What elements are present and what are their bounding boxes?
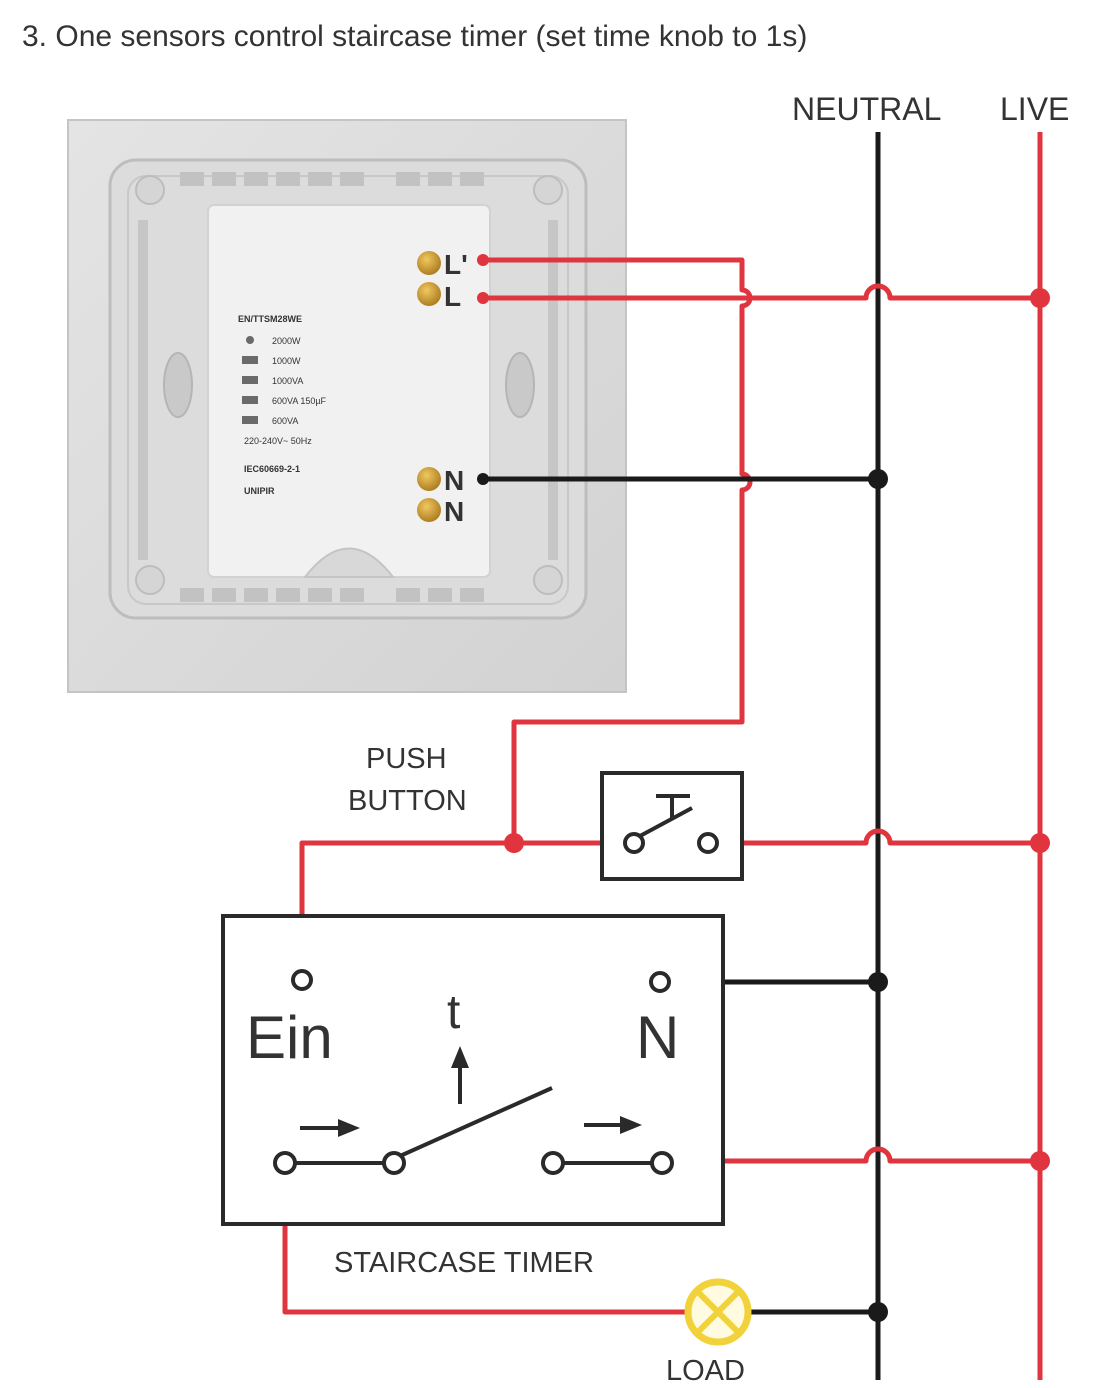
timer-up-arrow-head <box>451 1046 469 1068</box>
spec-line: 2000W <box>272 336 301 346</box>
spec-line: UNIPIR <box>244 486 275 496</box>
timer-n-label: N <box>636 1004 679 1071</box>
timer-right-arrow-left-head <box>338 1119 360 1137</box>
timer-output-terminal <box>650 1151 674 1175</box>
sensor-device: EN/TTSM28WE 2000W 1000W 1000VA 600VA 150… <box>67 119 627 693</box>
push-button-contact-right <box>697 832 719 854</box>
push-button-contact-left <box>623 832 645 854</box>
wire-button-to-live <box>716 828 1040 846</box>
junction-dot <box>477 292 489 304</box>
diagram-title: 3. One sensors control staircase timer (… <box>22 20 807 53</box>
timer-n-terminal <box>649 971 671 993</box>
junction-dot <box>868 1302 888 1322</box>
sensor-spec-text: EN/TTSM28WE 2000W 1000W 1000VA 600VA 150… <box>238 314 327 496</box>
staircase-timer: Ein N t STAIRCASE TIMER <box>221 914 725 1279</box>
lamp-cross-b <box>694 1288 742 1336</box>
push-button-label-line2: BUTTON <box>348 785 467 817</box>
wire-timer-to-live <box>672 1146 1040 1164</box>
sensor-terminals: L' L N N <box>417 249 468 527</box>
neutral-rail-label: NEUTRAL <box>792 91 941 127</box>
timer-ein-label: Ein <box>246 1004 333 1071</box>
terminal-n1-screw <box>417 467 441 491</box>
junction-dot <box>868 469 888 489</box>
terminal-l-label: L <box>444 281 461 312</box>
timer-switch-blade <box>399 1086 553 1158</box>
push-button-blade <box>639 806 693 838</box>
wire-l-to-live <box>483 283 1040 301</box>
terminal-l-screw <box>417 282 441 306</box>
spec-line: IEC60669-2-1 <box>244 464 300 474</box>
spec-line: 600VA <box>272 416 298 426</box>
wire-l-prime-to-button <box>483 257 753 843</box>
spec-line: 1000W <box>272 356 301 366</box>
spec-line: EN/TTSM28WE <box>238 314 302 324</box>
timer-t-label: t <box>447 986 460 1039</box>
terminal-l-prime-screw <box>417 251 441 275</box>
junctions <box>477 254 1050 1322</box>
junction-dot <box>504 833 524 853</box>
junction-dot <box>868 972 888 992</box>
push-button-label-line1: PUSH <box>366 743 447 775</box>
push-button: PUSH BUTTON <box>348 743 744 881</box>
sensor-vents-top <box>180 172 484 186</box>
sensor-vents-bottom <box>180 588 484 602</box>
live-rail-label: LIVE <box>1000 91 1069 127</box>
sensor-lens-dome <box>302 547 396 578</box>
terminal-n1-label: N <box>444 465 464 496</box>
junction-dot <box>477 254 489 266</box>
timer-common-terminal <box>273 1151 297 1175</box>
junction-dot <box>1030 1151 1050 1171</box>
sensor-side-clips <box>135 175 563 595</box>
load-lamp: LOAD <box>666 1278 752 1387</box>
timer-pivot-contact <box>382 1151 406 1175</box>
spec-line: 1000VA <box>272 376 303 386</box>
junction-dot <box>477 473 489 485</box>
timer-right-arrow-right-head <box>620 1116 642 1134</box>
spec-line: 220-240V~ 50Hz <box>244 436 312 446</box>
spec-line: 600VA 150µF <box>272 396 327 406</box>
timer-box <box>221 914 725 1226</box>
terminal-n2-screw <box>417 498 441 522</box>
junction-dot <box>1030 833 1050 853</box>
timer-label: STAIRCASE TIMER <box>334 1247 594 1279</box>
junction-dot <box>1030 288 1050 308</box>
push-button-box <box>600 771 744 881</box>
terminal-n2-label: N <box>444 496 464 527</box>
load-label: LOAD <box>666 1355 745 1387</box>
timer-ein-terminal <box>291 969 313 991</box>
terminal-l-prime-label: L' <box>444 249 468 280</box>
spec-symbols <box>242 336 258 424</box>
timer-fixed-contact <box>541 1151 565 1175</box>
